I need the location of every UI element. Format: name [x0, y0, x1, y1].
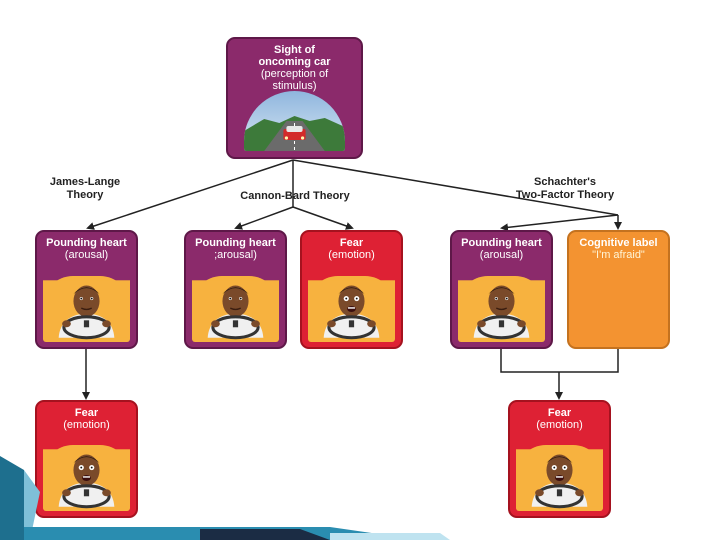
sc-emotion-box: Fear (emotion) [508, 400, 611, 518]
james-lange-label: James-Lange Theory [49, 176, 121, 201]
box-subtitle: ;arousal) [214, 249, 257, 261]
line-to-james-lange [86, 159, 294, 230]
box-subtitle: (emotion) [536, 419, 583, 431]
box-title: Cognitive label [579, 237, 658, 249]
driver-afraid-icon [516, 445, 603, 511]
box-title: Fear [74, 407, 99, 419]
sc-arousal-box: Pounding heart (arousal) [450, 230, 553, 349]
stimulus-title: Sight of oncoming car [258, 44, 331, 68]
cannon-bard-label: Cannon-Bard Theory [240, 190, 350, 202]
driver-afraid-icon [43, 445, 130, 511]
box-subtitle: (arousal) [479, 249, 524, 261]
driver-afraid-icon [308, 276, 395, 342]
driver-calm-icon [458, 276, 545, 342]
box-title: Pounding heart [461, 237, 542, 249]
line-cannon-bard-right [292, 206, 354, 230]
box-subtitle: "I'm afraid" [592, 249, 645, 261]
stimulus-box: Sight of oncoming car (perception of sti… [226, 37, 363, 159]
jl-arousal-box: Pounding heart (arousal) [35, 230, 138, 349]
box-title: Fear [547, 407, 572, 419]
driver-calm-icon [43, 276, 130, 342]
box-title: Fear [339, 237, 364, 249]
line-schachter-join [500, 349, 619, 373]
sc-cognitive-label-box: Cognitive label "I'm afraid" [567, 230, 670, 349]
box-title: Pounding heart [46, 237, 127, 249]
cb-emotion-box: Fear (emotion) [300, 230, 403, 349]
line-cannon-bard-left [234, 206, 294, 230]
jl-emotion-box: Fear (emotion) [35, 400, 138, 518]
stimulus-subtitle: (perception of stimulus) [260, 68, 329, 92]
driver-calm-icon [192, 276, 279, 342]
box-title: Pounding heart [195, 237, 276, 249]
box-subtitle: (arousal) [64, 249, 109, 261]
oncoming-car-icon [244, 91, 345, 151]
box-subtitle: (emotion) [63, 419, 110, 431]
schachter-label: Schachter's Two-Factor Theory [515, 176, 615, 201]
box-subtitle: (emotion) [328, 249, 375, 261]
line-schachter-left [500, 214, 619, 232]
cb-arousal-box: Pounding heart ;arousal) [184, 230, 287, 349]
line-to-schachter [292, 159, 619, 216]
